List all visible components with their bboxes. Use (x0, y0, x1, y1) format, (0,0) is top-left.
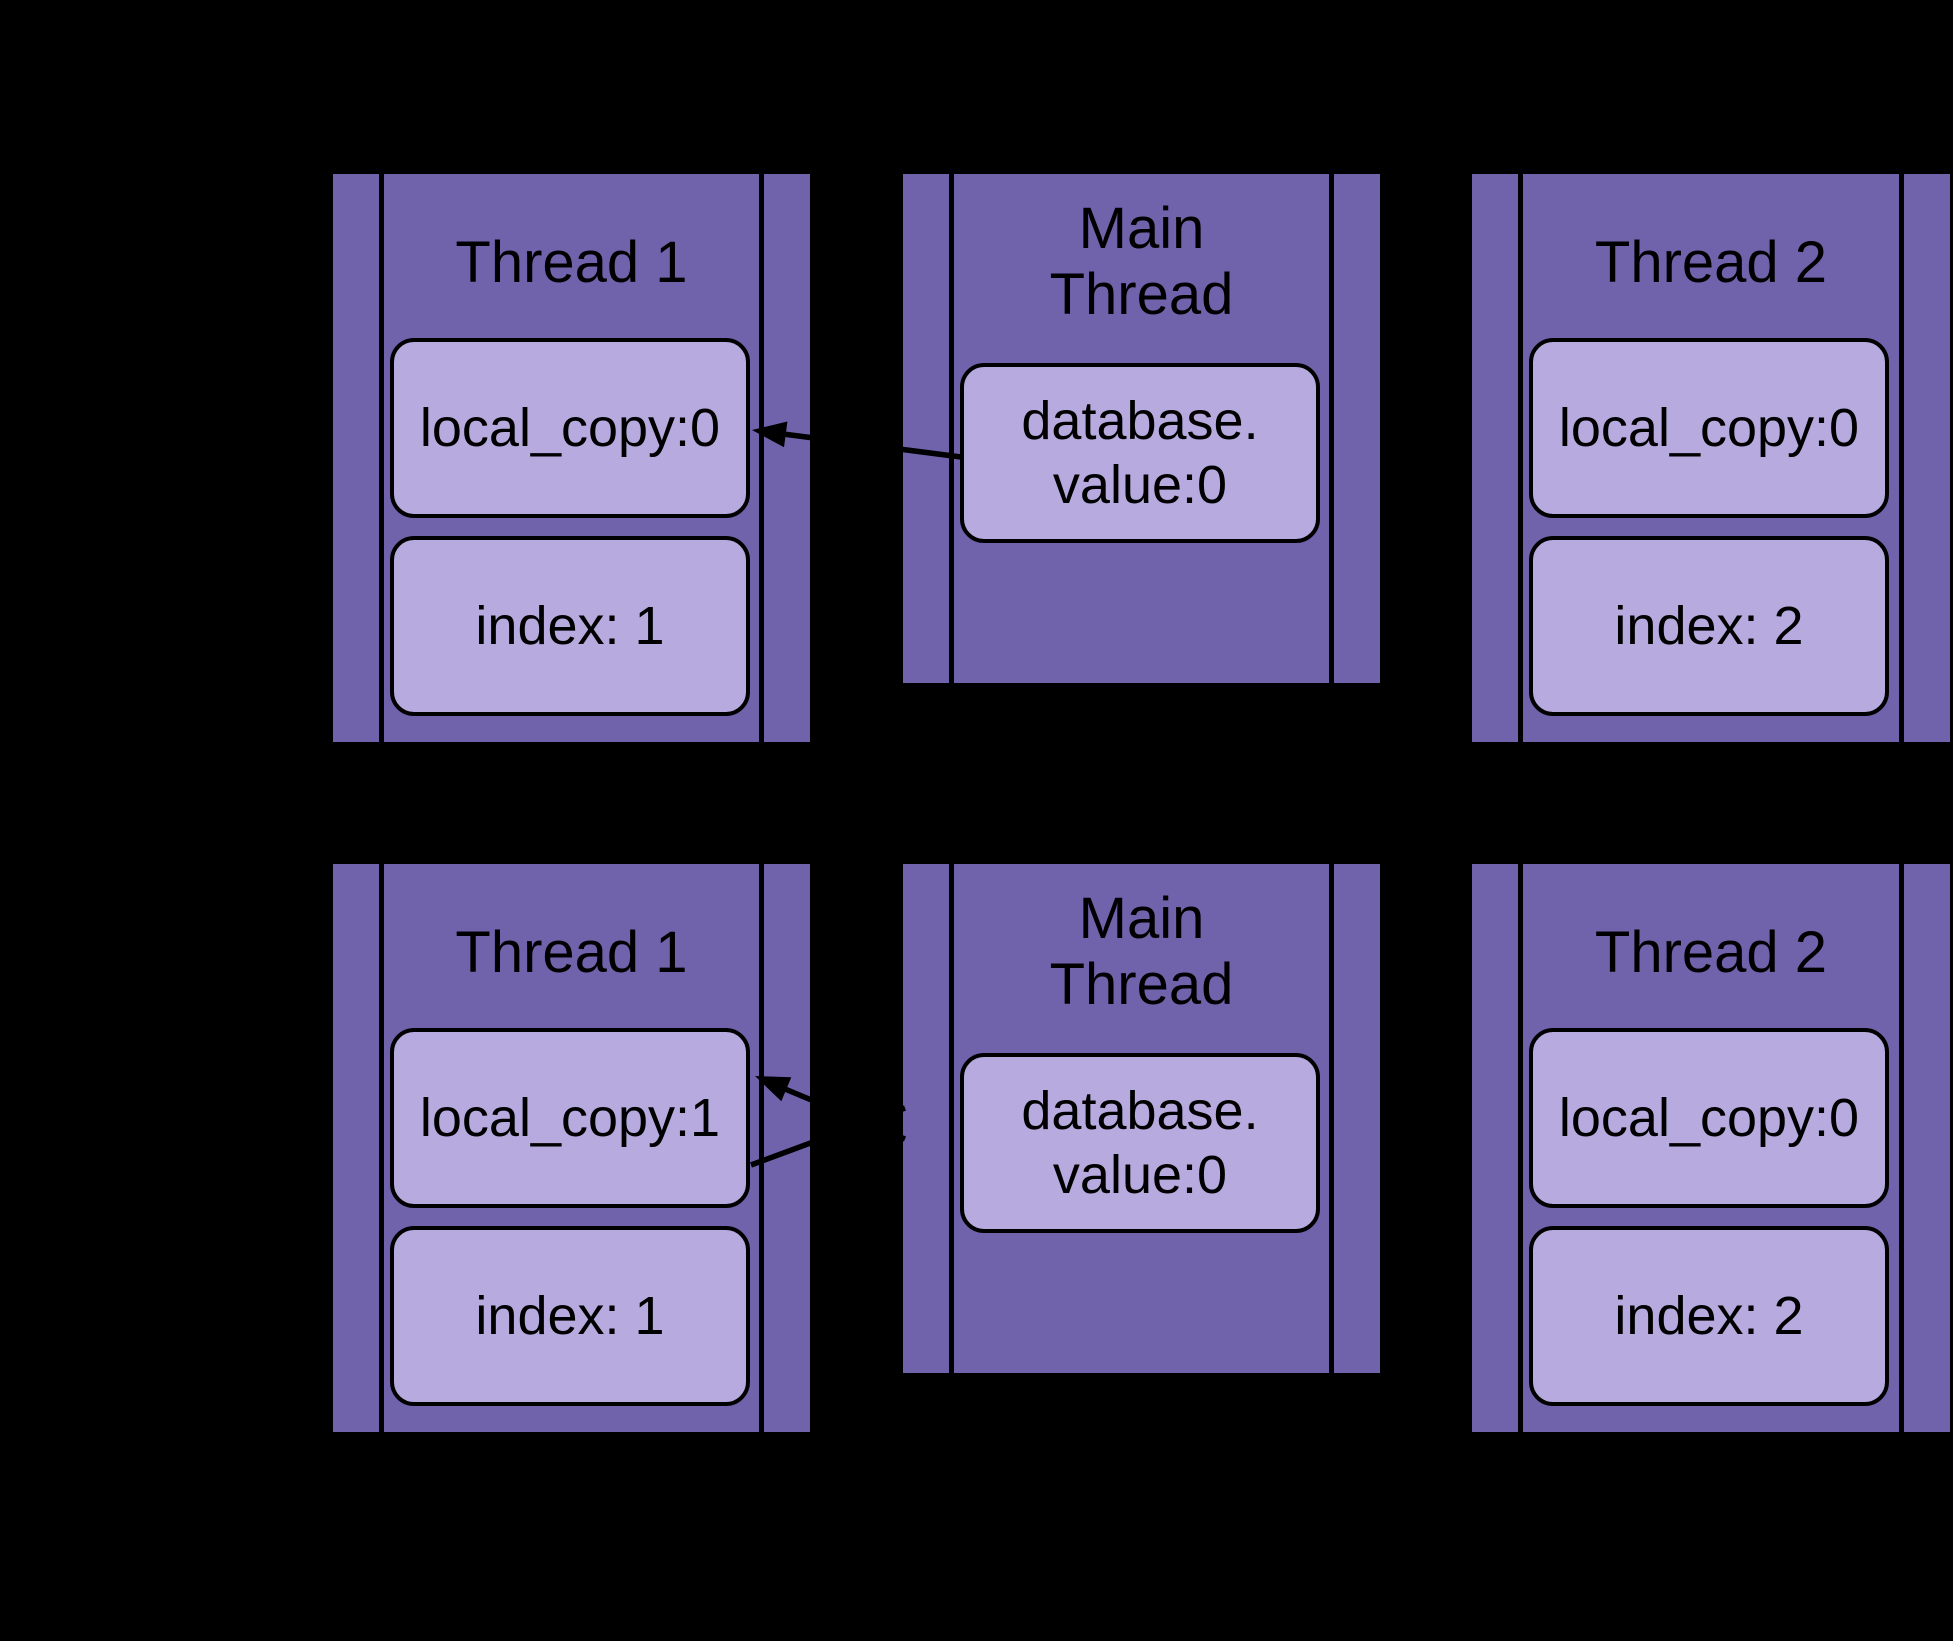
panel-left-line (949, 174, 954, 683)
local-copy-value: local_copy:0 (1558, 398, 1860, 458)
index-value: index: 2 (1614, 596, 1804, 656)
thread2-panel-step1: Thread 2 local_copy:0 index: 2 (1472, 174, 1950, 742)
database-label: database. (1021, 1081, 1259, 1141)
index-box: index: 2 (1529, 536, 1889, 716)
panel-title: Thread 1 (455, 230, 688, 295)
panel-right-line (1899, 864, 1904, 1432)
panel-left-line (379, 864, 384, 1432)
database-value-box: database. value:0 (960, 363, 1320, 543)
panel-right-line (1899, 174, 1904, 742)
thread1-panel-step2: Thread 1 local_copy:1 index: 1 (333, 864, 810, 1432)
index-box: index: 2 (1529, 1226, 1889, 1406)
database-value-box: database. value:0 (960, 1053, 1320, 1233)
index-value: index: 1 (475, 596, 665, 656)
panel-title: Thread 2 (1594, 920, 1828, 985)
local-copy-value: local_copy:0 (1558, 1088, 1860, 1148)
panel-title: Thread 1 (455, 920, 688, 985)
panel-left-line (379, 174, 384, 742)
thread1-panel-step1: Thread 1 local_copy:0 index: 1 (333, 174, 810, 742)
local-copy-box: local_copy:1 (390, 1028, 750, 1208)
panel-left-line (949, 864, 954, 1373)
database-value: value:0 (1052, 455, 1228, 515)
panel-title: Thread 2 (1594, 230, 1828, 295)
index-value: index: 2 (1614, 1286, 1804, 1346)
local-copy-box: local_copy:0 (1529, 1028, 1889, 1208)
local-copy-value: local_copy:1 (419, 1088, 721, 1148)
panel-right-line (1329, 864, 1334, 1373)
panel-left-line (1518, 864, 1523, 1432)
local-copy-value: local_copy:0 (419, 398, 721, 458)
panel-right-line (759, 174, 764, 742)
panel-right-line (1329, 174, 1334, 683)
index-box: index: 1 (390, 1226, 750, 1406)
panel-left-line (1518, 174, 1523, 742)
thread2-panel-step2: Thread 2 local_copy:0 index: 2 (1472, 864, 1950, 1432)
database-label: database. (1021, 391, 1259, 451)
database-value: value:0 (1052, 1145, 1228, 1205)
index-box: index: 1 (390, 536, 750, 716)
local-copy-box: local_copy:0 (1529, 338, 1889, 518)
local-copy-box: local_copy:0 (390, 338, 750, 518)
index-value: index: 1 (475, 1286, 665, 1346)
